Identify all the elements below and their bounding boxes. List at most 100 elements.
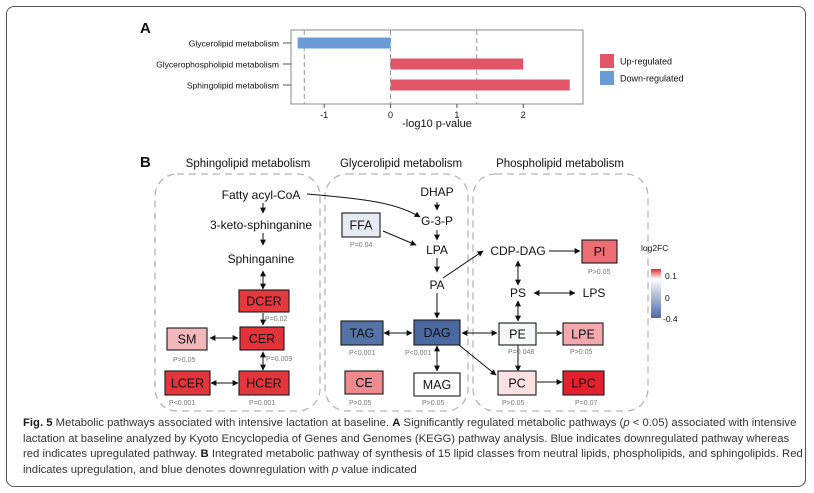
label-3-keto-sphinganine: 3-keto-sphinganine xyxy=(210,218,312,232)
colorbar-gradient xyxy=(651,269,661,318)
caption-a-text-1: Significantly regulated metabolic pathwa… xyxy=(403,417,624,429)
node-box xyxy=(497,370,537,396)
label-cdp-dag: CDP-DAG xyxy=(490,244,545,258)
x-axis-label: -log10 p-value xyxy=(402,118,472,130)
node-p-value: P>0.05 xyxy=(588,269,610,276)
panel-a-label: A xyxy=(140,20,151,37)
legend-label: Down-regulated xyxy=(620,74,684,84)
figure-canvas: A Glycerolipid metabolismGlycerophosphol… xyxy=(140,20,684,412)
node-box xyxy=(581,239,618,264)
bar xyxy=(297,37,391,49)
legend-swatch xyxy=(600,54,614,68)
node-label: PC xyxy=(508,377,525,391)
category-label: Glycerophospholipid metabolism xyxy=(156,60,279,70)
node-label: DCER xyxy=(246,295,281,309)
node-p-value: P>0.05 xyxy=(502,400,524,407)
node-box xyxy=(413,372,461,397)
node-box xyxy=(166,327,208,351)
node-p-value: P=0.009 xyxy=(266,356,292,363)
node-p-value: P>0.05 xyxy=(173,357,195,364)
section-title-phospholipid: Phospholipid metabolism xyxy=(496,158,624,170)
caption-title: Metabolic pathways associated with inten… xyxy=(55,417,390,429)
node-cer: CER P=0.009 xyxy=(239,326,292,363)
node-label: SM xyxy=(178,333,197,347)
node-label: HCER xyxy=(246,377,281,391)
node-p-value: P=0.07 xyxy=(575,400,597,407)
node-lpe: LPE P>0.05 xyxy=(562,322,604,356)
caption-b-text-2: value indicated xyxy=(341,463,417,476)
node-mag: MAG P>0.05 xyxy=(413,372,461,407)
caption-a-p: p xyxy=(623,417,630,429)
node-p-value: P>0.05 xyxy=(422,400,444,407)
node-p-value: P=0.04 xyxy=(350,242,372,249)
colorbar-tick-zero: 0 xyxy=(665,293,670,303)
node-box xyxy=(239,326,285,351)
label-g3p: G-3-P xyxy=(421,214,453,228)
node-p-value: P=0.048 xyxy=(508,349,534,356)
label-dhap: DHAP xyxy=(420,185,453,199)
node-box xyxy=(562,370,605,396)
x-tick-label: 1 xyxy=(454,110,459,120)
node-p-value: P=0.02 xyxy=(265,316,287,323)
node-box xyxy=(413,319,461,346)
category-label: Glycerolipid metabolism xyxy=(189,39,279,49)
colorbar-tick-high: 0.1 xyxy=(665,271,677,281)
node-box xyxy=(164,370,211,396)
label-fatty-acyl-coa: Fatty acyl-CoA xyxy=(222,188,301,202)
bar xyxy=(390,79,570,91)
x-tick-label: -1 xyxy=(320,110,328,120)
node-hcer: HCER P=0.001 xyxy=(238,370,290,407)
node-box xyxy=(238,289,290,313)
label-lps: LPS xyxy=(583,286,606,300)
node-sm: SM P>0.05 xyxy=(166,327,208,364)
node-label: FFA xyxy=(350,219,374,233)
node-box xyxy=(562,322,604,346)
plot-border xyxy=(290,29,584,105)
node-pc: PC P>0.05 xyxy=(497,370,537,407)
bar xyxy=(390,58,524,70)
node-label: MAG xyxy=(423,378,451,392)
caption-b-text-1: Integrated metabolic pathway of synthesi… xyxy=(23,448,803,476)
node-box xyxy=(344,370,384,395)
node-pi: PIP>0.05 xyxy=(581,239,618,276)
caption-a-label: A xyxy=(392,417,401,429)
node-label: DAG xyxy=(423,326,450,340)
x-tick-label: 2 xyxy=(521,110,526,120)
section-box-phospholipid xyxy=(472,173,649,412)
label-lpa: LPA xyxy=(426,243,448,257)
section-title-glycerolipid: Glycerolipid metabolism xyxy=(340,158,462,170)
label-sphinganine: Sphinganine xyxy=(228,252,295,266)
node-lpc: LPC P=0.07 xyxy=(562,370,605,407)
colorbar-tick-low: -0.4 xyxy=(663,314,678,324)
colorbar-title: log2FC xyxy=(641,243,668,253)
node-p-value: P=0.001 xyxy=(249,400,275,407)
node-box xyxy=(340,320,384,346)
panel-a-chart: Glycerolipid metabolismGlycerophospholip… xyxy=(156,29,684,130)
node-label: LCER xyxy=(171,377,204,391)
node-ce: CE P>0.05 xyxy=(344,370,384,407)
node-box xyxy=(498,322,537,346)
node-box xyxy=(341,212,381,238)
label-pa: PA xyxy=(429,278,444,292)
node-p-value: P>0.05 xyxy=(570,349,592,356)
node-dcer: DCER P=0.02 xyxy=(238,289,290,323)
section-box-glycerolipid xyxy=(324,173,469,412)
node-box xyxy=(238,370,290,396)
node-ffa: FFA P=0.04 xyxy=(341,212,381,249)
caption-b-p: p xyxy=(332,463,339,476)
node-label: CER xyxy=(249,332,275,346)
node-p-value: P>0.05 xyxy=(349,400,371,407)
figure-caption: Fig. 5 Metabolic pathways associated wit… xyxy=(23,416,803,478)
node-label: LPC xyxy=(571,377,595,391)
panel-b-label: B xyxy=(140,154,151,171)
node-label: LPE xyxy=(571,328,595,342)
label-ps: PS xyxy=(510,286,526,300)
section-box-sphingolipid xyxy=(154,173,321,412)
caption-b-label: B xyxy=(200,448,209,460)
x-tick-label: 0 xyxy=(388,110,393,120)
node-pe: PEP=0.048 xyxy=(498,322,537,356)
node-label: TAG xyxy=(350,327,375,341)
node-label: CE xyxy=(355,376,372,390)
